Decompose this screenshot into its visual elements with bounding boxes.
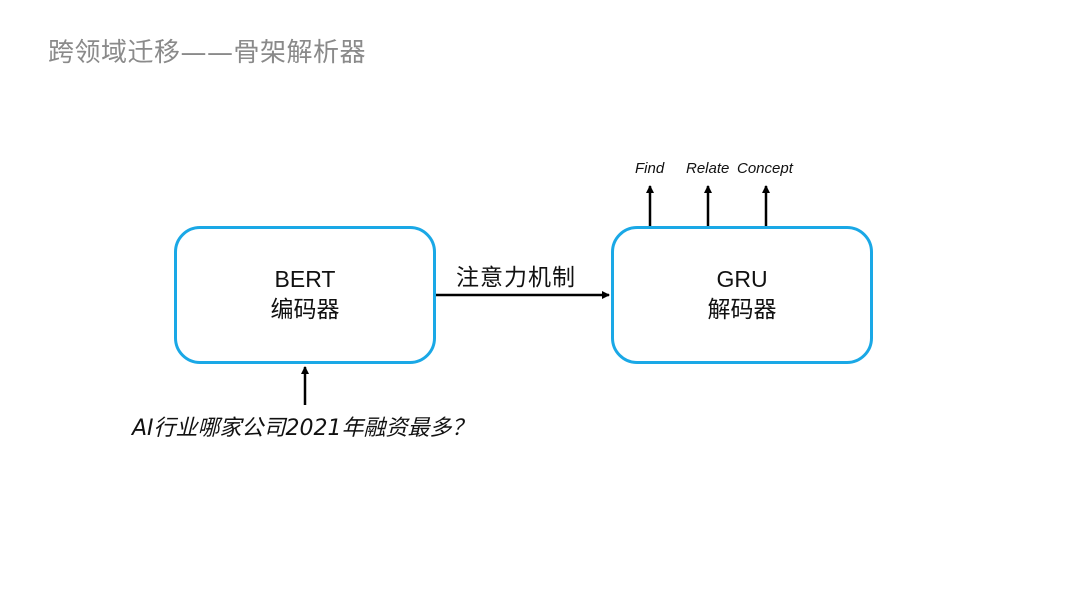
decoder-name: GRU <box>716 266 768 292</box>
decoder-box: GRU 解码器 <box>611 226 873 364</box>
output-label-relate: Relate <box>686 160 730 177</box>
output-label-concept: Concept <box>737 160 793 177</box>
decoder-role: 解码器 <box>707 297 777 323</box>
slide-title: 跨领域迁移——骨架解析器 <box>48 38 367 68</box>
input-query: AI行业哪家公司2021年融资最多？ <box>132 416 474 441</box>
output-label-find: Find <box>635 160 665 177</box>
encoder-box: BERT 编码器 <box>174 226 436 364</box>
encoder-role: 编码器 <box>270 297 340 323</box>
encoder-name: BERT <box>274 266 336 292</box>
attention-label: 注意力机制 <box>456 265 576 291</box>
